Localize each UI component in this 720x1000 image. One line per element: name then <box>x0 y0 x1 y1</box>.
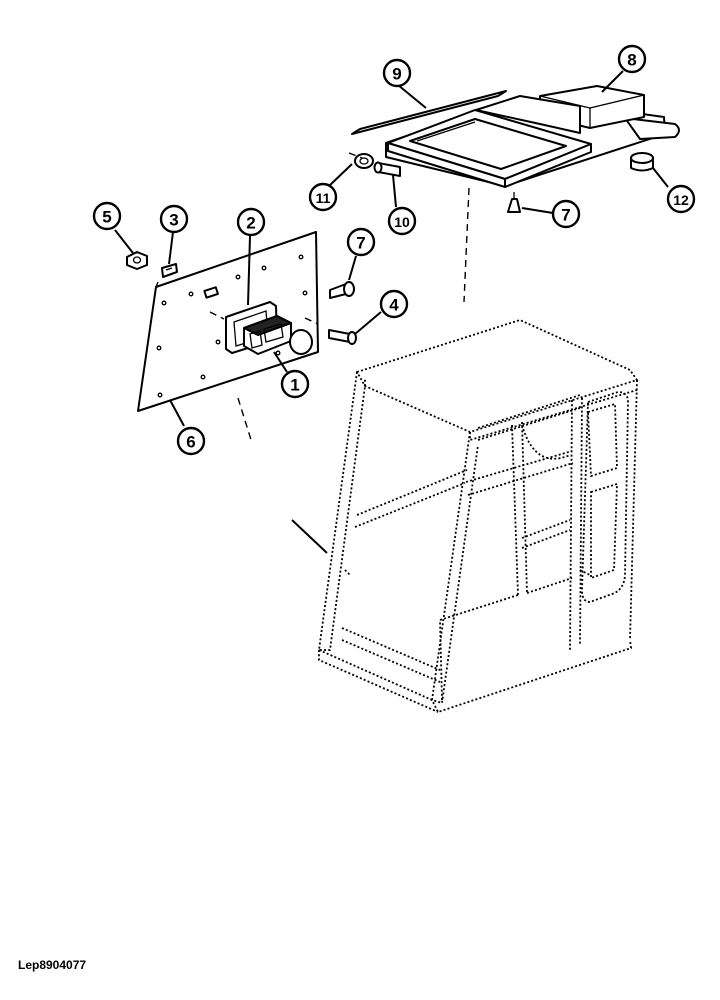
callout-9-label: 9 <box>392 65 401 84</box>
callout-10: 10 <box>387 206 417 236</box>
callout-1: 1 <box>280 369 310 399</box>
callout-9: 9 <box>382 58 412 88</box>
rocker-switch <box>243 315 292 355</box>
panel-mounting-holes <box>156 254 308 398</box>
callout-4: 4 <box>379 289 409 319</box>
operator-cab-outline <box>317 319 639 714</box>
callout-6: 6 <box>176 426 206 456</box>
callout-3-label: 3 <box>169 211 178 230</box>
roof-seal-strip <box>351 90 507 135</box>
control-panel-assembly <box>126 231 357 444</box>
callout-7-panel-label: 7 <box>356 234 365 253</box>
callout-10-label: 10 <box>394 214 410 230</box>
leader-lines <box>114 70 669 554</box>
roof-plate-tab <box>624 117 680 140</box>
roof-cap-nut <box>630 152 654 172</box>
roof-clip-screw <box>507 192 521 213</box>
callout-2-label: 2 <box>246 214 255 233</box>
callout-4-label: 4 <box>389 296 399 315</box>
callout-6-label: 6 <box>186 433 195 452</box>
callout-8-label: 8 <box>627 51 636 70</box>
roof-hatch-assembly <box>348 85 680 303</box>
callout-12-label: 12 <box>673 192 689 208</box>
callout-12: 12 <box>666 184 696 214</box>
roof-window-pane <box>409 118 567 170</box>
callout-5: 5 <box>92 201 122 231</box>
callout-7-roof-label: 7 <box>561 206 570 225</box>
callout-8: 8 <box>617 44 647 74</box>
callout-11: 11 <box>308 182 338 212</box>
panel-clip <box>161 263 178 278</box>
callout-5-label: 5 <box>102 208 111 227</box>
callout-1-label: 1 <box>290 376 299 395</box>
callout-7-roof: 7 <box>551 199 581 229</box>
roof-washer-nut <box>354 153 374 169</box>
panel-bolt <box>328 329 357 345</box>
roof-bolt <box>373 161 401 177</box>
callout-2: 2 <box>236 207 266 237</box>
callout-3: 3 <box>159 204 189 234</box>
panel-screw <box>329 281 355 299</box>
callout-11-label: 11 <box>316 190 331 206</box>
drawing-reference: Lep8904077 <box>18 958 87 972</box>
panel-nut <box>126 251 148 270</box>
callout-7-panel: 7 <box>346 227 376 257</box>
